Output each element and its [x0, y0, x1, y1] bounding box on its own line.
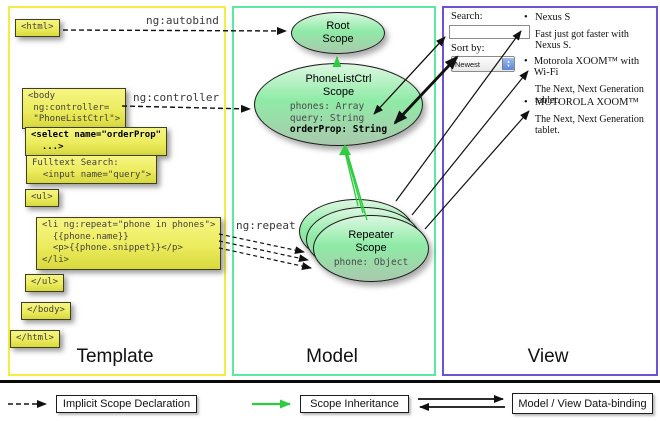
code-box-ul-close: </ul>: [25, 274, 65, 292]
root-scope-title: Root Scope: [322, 20, 354, 45]
root-scope-ellipse: Root Scope: [291, 12, 385, 54]
bullet-icon: •: [524, 56, 528, 67]
legend-divider: [0, 380, 660, 383]
prop-phones: phones: Array: [289, 101, 365, 113]
view-item-nexus: • Nexus S Fast just got faster with Nexu…: [524, 12, 652, 51]
phonelistctrl-scope-ellipse: PhoneListCtrl Scope phones: Array query:…: [254, 63, 423, 146]
item-title-row: • Nexus S: [524, 12, 652, 23]
item-title: Motorola XOOM™ with Wi-Fi: [533, 56, 640, 78]
sort-dropdown[interactable]: Newest ▲▼: [451, 56, 515, 72]
code-box-ul-open: <ul>: [25, 189, 59, 207]
phonelistctrl-scope-title: PhoneListCtrl Scope: [305, 73, 372, 99]
bullet-icon: •: [524, 12, 528, 23]
prop-orderprop: orderProp: String: [289, 124, 388, 136]
item-description: Fast just got faster with Nexus S.: [535, 29, 629, 51]
dropdown-stepper-icon[interactable]: ▲▼: [502, 58, 514, 70]
code-box-fulltext-search: Fulltext Search: <input name="query">: [26, 155, 158, 185]
repeater-scope-title: Repeater Scope: [348, 228, 394, 254]
search-label: Search:: [451, 11, 483, 22]
model-column-label: Model: [306, 346, 358, 367]
item-description: The Next, Next Generation tablet.: [535, 114, 644, 136]
code-box-html-close: </html>: [10, 330, 60, 348]
view-column-label: View: [527, 346, 569, 367]
bullet-icon: •: [524, 97, 528, 108]
view-item-xoom: • MOTOROLA XOOM™ The Next, Next Generati…: [524, 97, 652, 136]
phonelistctrl-scope-props: phones: Array query: String orderProp: S…: [290, 101, 387, 136]
legend-databinding-box: Model / View Data-binding: [512, 393, 653, 414]
view-item-xoom-wifi: • Motorola XOOM™ with Wi-Fi The Next, Ne…: [524, 56, 652, 106]
sort-dropdown-value: Newest: [455, 59, 481, 69]
code-box-body-close: </body>: [21, 302, 71, 320]
code-box-html-open: <html>: [15, 19, 60, 37]
repeater-scope-props: phone: Object: [333, 256, 409, 268]
template-column-label: Template: [76, 346, 154, 367]
item-title-row: • Motorola XOOM™ with Wi-Fi: [524, 56, 652, 78]
code-box-body-open: <body ng:controller= "PhoneListCtrl">: [22, 88, 127, 130]
item-title-row: • MOTOROLA XOOM™: [524, 97, 652, 108]
legend-implicit-scope-box: Implicit Scope Declaration: [56, 395, 197, 413]
item-title: MOTOROLA XOOM™: [535, 97, 639, 108]
prop-query: query: String: [289, 112, 365, 124]
code-box-li-repeat: <li ng:repeat="phone in phones"> {{phone…: [36, 217, 222, 270]
item-title: Nexus S: [535, 12, 571, 23]
code-box-select: <select name="orderProp" ...>: [25, 127, 168, 157]
annotation-ng-autobind: ng:autobind: [146, 14, 219, 27]
annotation-ng-repeat: ng:repeat: [236, 219, 296, 232]
repeater-scope-ellipse-front: Repeater Scope phone: Object: [313, 215, 429, 282]
annotation-ng-controller: ng:controller: [133, 91, 220, 104]
model-column-box: [232, 6, 436, 376]
sort-by-label: Sort by:: [451, 43, 485, 54]
search-input[interactable]: [449, 25, 530, 39]
legend-scope-inheritance-box: Scope Inheritance: [300, 395, 409, 413]
item-description: The Next, Next Generation tablet.: [535, 84, 644, 106]
